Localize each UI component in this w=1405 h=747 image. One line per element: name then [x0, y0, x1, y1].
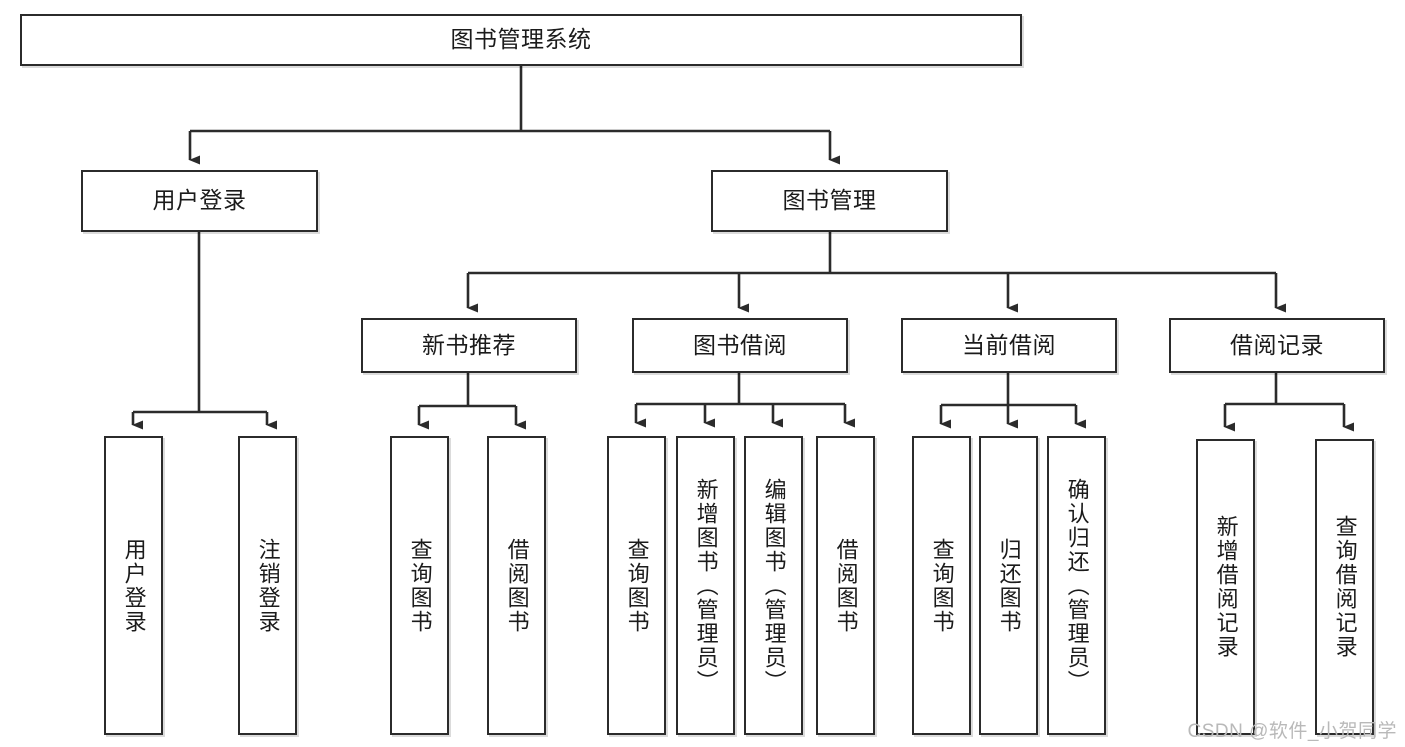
node-label: 借阅图书 — [504, 537, 530, 634]
node-book-management[interactable]: 图书管理 — [711, 170, 948, 232]
node-book-borrowing[interactable]: 图书借阅 — [632, 318, 848, 373]
node-leaf-new-book-query[interactable]: 查询图书 — [390, 436, 449, 735]
node-label: 新增图书（管理员） — [693, 477, 719, 694]
node-label: 用户登录 — [121, 537, 147, 634]
node-leaf-borrow-query-book[interactable]: 查询图书 — [607, 436, 666, 735]
node-leaf-new-book-borrow[interactable]: 借阅图书 — [487, 436, 546, 735]
node-label: 当前借阅 — [962, 331, 1056, 358]
node-label: 查询借阅记录 — [1332, 515, 1358, 659]
node-label: 确认归还（管理员） — [1064, 477, 1090, 694]
node-leaf-current-query-book[interactable]: 查询图书 — [912, 436, 971, 735]
node-leaf-borrow-add-book[interactable]: 新增图书（管理员） — [676, 436, 735, 735]
node-borrowing-records[interactable]: 借阅记录 — [1169, 318, 1385, 373]
node-label: 编辑图书（管理员） — [761, 477, 787, 694]
node-label: 查询图书 — [624, 537, 650, 634]
node-leaf-current-confirm-return[interactable]: 确认归还（管理员） — [1047, 436, 1106, 735]
node-label: 归还图书 — [996, 537, 1022, 634]
node-new-book-recommendation[interactable]: 新书推荐 — [361, 318, 577, 373]
node-leaf-user-login-login[interactable]: 用户登录 — [104, 436, 163, 735]
node-leaf-borrow-edit-book[interactable]: 编辑图书（管理员） — [744, 436, 803, 735]
node-leaf-records-add-record[interactable]: 新增借阅记录 — [1196, 439, 1255, 735]
node-label: 图书借阅 — [693, 331, 787, 358]
node-label: 图书管理 — [782, 187, 877, 214]
node-label: 借阅图书 — [833, 537, 859, 634]
node-leaf-user-login-logout[interactable]: 注销登录 — [238, 436, 297, 735]
node-leaf-current-return-book[interactable]: 归还图书 — [979, 436, 1038, 735]
node-label: 注销登录 — [255, 537, 281, 634]
node-label: 借阅记录 — [1230, 331, 1324, 358]
node-book-management-system[interactable]: 图书管理系统 — [20, 14, 1022, 66]
node-leaf-records-query-record[interactable]: 查询借阅记录 — [1315, 439, 1374, 735]
node-user-login[interactable]: 用户登录 — [81, 170, 318, 232]
node-label: 查询图书 — [929, 537, 955, 634]
node-current-borrowing[interactable]: 当前借阅 — [901, 318, 1117, 373]
node-label: 图书管理系统 — [450, 26, 592, 53]
node-leaf-borrow-borrow-book[interactable]: 借阅图书 — [816, 436, 875, 735]
node-label: 新增借阅记录 — [1213, 515, 1239, 659]
node-label: 查询图书 — [407, 537, 433, 634]
node-label: 新书推荐 — [422, 331, 516, 358]
node-label: 用户登录 — [152, 187, 247, 214]
